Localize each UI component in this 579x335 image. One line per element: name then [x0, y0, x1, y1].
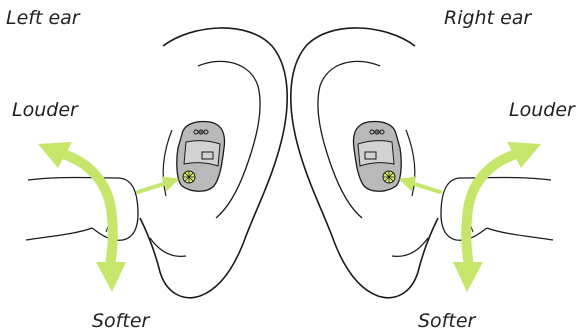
left-pointer-arrow-icon — [136, 176, 180, 194]
left-curved-double-arrow-icon — [38, 142, 126, 292]
left-ear-lobe — [149, 237, 187, 257]
right-volume-dial-icon — [382, 170, 396, 184]
right-softer-label: Softer — [418, 310, 476, 332]
left-ear-title: Left ear — [6, 7, 80, 29]
right-louder-label: Louder — [509, 99, 575, 121]
right-ear-concha — [405, 129, 416, 197]
left-hearing-aid-icon — [176, 120, 226, 192]
left-ear-outline-icon — [139, 27, 289, 299]
left-finger-icon — [25, 176, 139, 241]
left-ear-inner-fold — [197, 60, 261, 219]
left-louder-label: Louder — [12, 99, 78, 121]
right-pointer-arrow-icon — [398, 176, 442, 194]
right-curved-double-arrow-icon — [453, 142, 541, 292]
right-ear-title: Right ear — [444, 7, 532, 29]
right-finger-icon — [440, 176, 554, 241]
right-ear-inner-fold — [317, 60, 381, 219]
right-ear-outline-icon — [289, 27, 439, 299]
right-hearing-aid-icon — [352, 120, 402, 192]
right-ear-lobe — [391, 237, 429, 257]
right-ear-group — [289, 27, 554, 299]
left-volume-dial-icon — [182, 170, 196, 184]
left-ear-concha — [162, 129, 173, 197]
left-softer-label: Softer — [92, 310, 150, 332]
left-ear-group — [25, 27, 289, 299]
